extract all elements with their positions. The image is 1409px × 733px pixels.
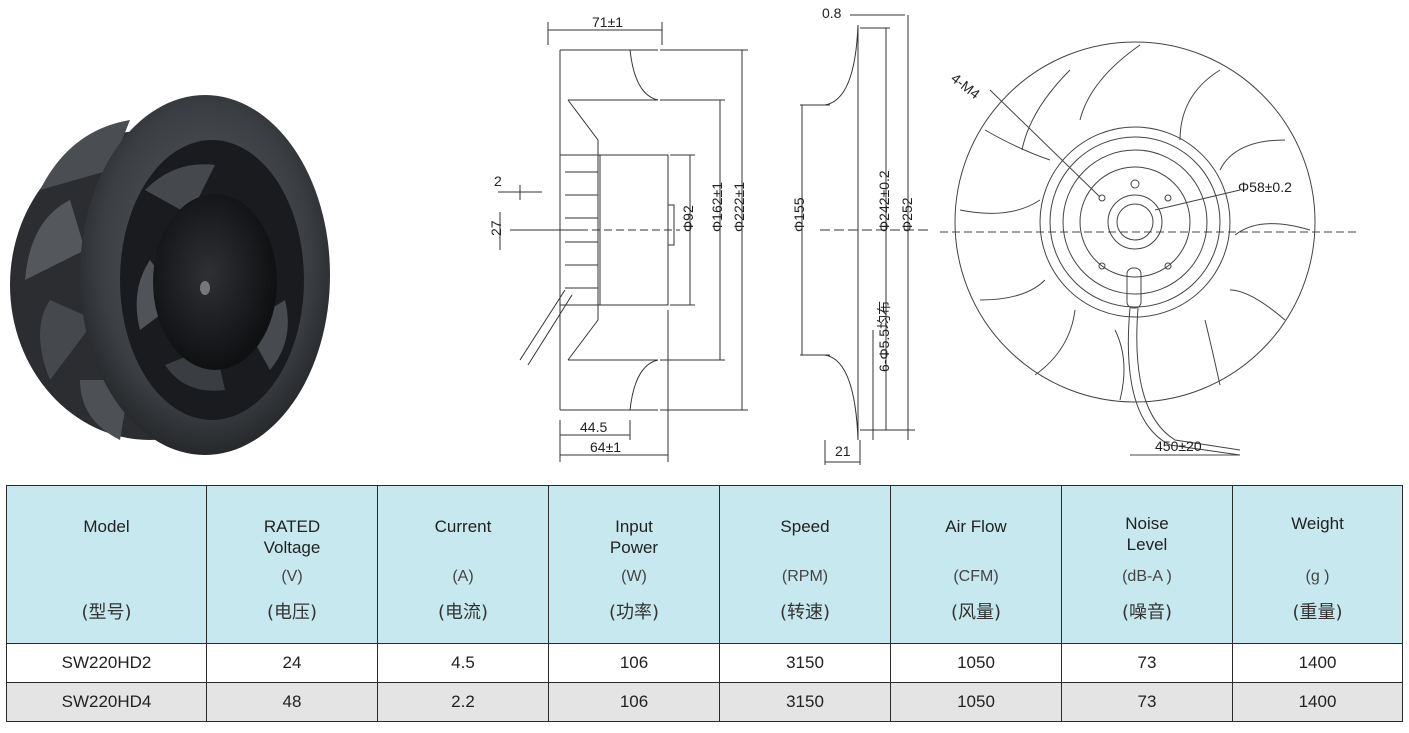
dim-21: 21 bbox=[835, 443, 851, 459]
cell-model: SW220HD2 bbox=[6, 643, 207, 683]
dim-holes: 6-Φ5.5均布 bbox=[876, 301, 892, 372]
header-cn: (型号) bbox=[81, 602, 132, 623]
header-air-flow: Air Flow (CFM) (风量) bbox=[890, 485, 1062, 644]
dim-64: 64±1 bbox=[590, 439, 621, 455]
dim-162: Φ162±1 bbox=[709, 182, 725, 232]
table-row: SW220HD4 48 2.2 106 3150 1050 73 1400 bbox=[6, 682, 1403, 722]
header-name: Noise Level bbox=[1125, 514, 1169, 554]
dim-155: Φ155 bbox=[791, 197, 807, 232]
dim-58: Φ58±0.2 bbox=[1238, 179, 1292, 195]
header-unit: (CFM) bbox=[953, 568, 999, 585]
side-view-drawing: 71±1 2 27 Φ92 Φ162±1 Φ222±1 44.5 64±1 bbox=[488, 14, 748, 462]
header-cn: (噪音) bbox=[1121, 602, 1173, 623]
header-unit: (A) bbox=[452, 568, 474, 585]
cell-current: 4.5 bbox=[377, 643, 549, 683]
header-unit: (RPM) bbox=[781, 568, 829, 585]
header-name: Model bbox=[83, 517, 130, 536]
header-name: Speed bbox=[780, 517, 830, 536]
cell-weight: 1400 bbox=[1232, 643, 1403, 683]
table-header-row: Model (型号) RATED Voltage (V) (电压) Curren… bbox=[6, 485, 1403, 644]
cell-noise-level: 73 bbox=[1061, 643, 1233, 683]
cell-input-power: 106 bbox=[548, 682, 720, 722]
front-view-drawing: 4-M4 Φ58±0.2 450±20 bbox=[940, 41, 1360, 456]
header-name: Current bbox=[434, 517, 492, 536]
header-name: RATED Voltage bbox=[263, 517, 321, 557]
fan-product-photo bbox=[10, 95, 330, 455]
header-weight: Weight (g ) (重量) bbox=[1232, 485, 1403, 644]
dim-4-m4: 4-M4 bbox=[948, 70, 983, 102]
header-name: Weight bbox=[1291, 514, 1344, 533]
header-noise-level: Noise Level (dB-A ) (噪音) bbox=[1061, 485, 1233, 644]
dim-222: Φ222±1 bbox=[731, 182, 747, 232]
cell-voltage: 24 bbox=[206, 643, 378, 683]
dim-252: Φ252 bbox=[899, 197, 915, 232]
profile-view-drawing: 0.8 Φ155 Φ242±0.2 Φ252 6-Φ5.5均布 21 bbox=[791, 5, 930, 465]
header-cn: (风量) bbox=[950, 602, 1002, 623]
cell-noise-level: 73 bbox=[1061, 682, 1233, 722]
header-unit: (W) bbox=[621, 568, 647, 585]
header-model: Model (型号) bbox=[6, 485, 207, 644]
dim-0-8: 0.8 bbox=[822, 5, 842, 21]
dim-27: 27 bbox=[488, 220, 504, 236]
header-unit: (dB-A ) bbox=[1122, 568, 1172, 585]
header-speed: Speed (RPM) (转速) bbox=[719, 485, 891, 644]
header-current: Current (A) (电流) bbox=[377, 485, 549, 644]
spec-table: Model (型号) RATED Voltage (V) (电压) Curren… bbox=[6, 485, 1403, 722]
dim-2: 2 bbox=[494, 173, 502, 189]
cell-voltage: 48 bbox=[206, 682, 378, 722]
cell-speed: 3150 bbox=[719, 682, 891, 722]
cell-air-flow: 1050 bbox=[890, 682, 1062, 722]
header-name: Air Flow bbox=[945, 517, 1007, 536]
dim-242: Φ242±0.2 bbox=[876, 170, 892, 232]
cell-weight: 1400 bbox=[1232, 682, 1403, 722]
header-cn: (转速) bbox=[779, 602, 831, 623]
cell-model: SW220HD4 bbox=[6, 682, 207, 722]
cell-speed: 3150 bbox=[719, 643, 891, 683]
header-cn: (重量) bbox=[1292, 602, 1343, 623]
header-unit: (V) bbox=[281, 568, 303, 585]
cell-air-flow: 1050 bbox=[890, 643, 1062, 683]
cell-current: 2.2 bbox=[377, 682, 549, 722]
header-voltage: RATED Voltage (V) (电压) bbox=[206, 485, 378, 644]
header-unit: (g ) bbox=[1305, 568, 1330, 585]
dim-44-5: 44.5 bbox=[580, 419, 607, 435]
drawings-area: 71±1 2 27 Φ92 Φ162±1 Φ222±1 44.5 64±1 0.… bbox=[10, 5, 1360, 465]
dim-92: Φ92 bbox=[680, 205, 696, 232]
header-cn: (电流) bbox=[437, 602, 489, 623]
dim-450: 450±20 bbox=[1155, 438, 1202, 454]
header-name: Input Power bbox=[609, 517, 659, 557]
header-input-power: Input Power (W) (功率) bbox=[548, 485, 720, 644]
header-cn: (电压) bbox=[266, 602, 318, 623]
cell-input-power: 106 bbox=[548, 643, 720, 683]
table-row: SW220HD2 24 4.5 106 3150 1050 73 1400 bbox=[6, 643, 1403, 683]
dim-71: 71±1 bbox=[592, 14, 623, 30]
header-cn: (功率) bbox=[608, 602, 660, 623]
